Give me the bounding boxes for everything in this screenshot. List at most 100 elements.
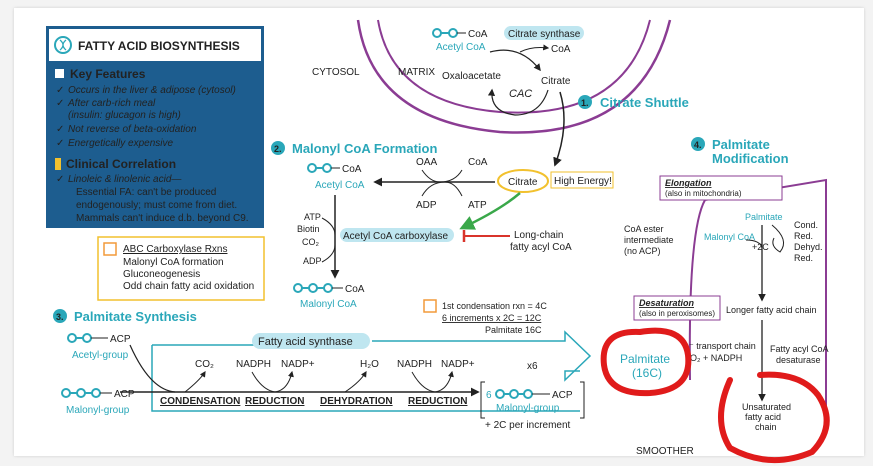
etc-label: e⁻ transport chain <box>684 341 756 351</box>
palmitate-modification: 4. Palmitate Modification Elongation (al… <box>624 137 829 457</box>
citrate-mito-label: Citrate <box>541 76 571 87</box>
check-icon: ✓ <box>56 85 64 96</box>
step-2-num: 2. <box>274 144 282 154</box>
citrate-shuttle-title: Citrate Shuttle <box>600 95 689 110</box>
plus-icon <box>55 69 64 78</box>
acetyl-join-arrow <box>129 344 176 393</box>
matrix-label: MATRIX <box>398 67 435 78</box>
step-reduction-2: REDUCTION <box>408 396 467 407</box>
step-dehydration: DEHYDRATION <box>320 396 393 407</box>
step-4-badge <box>691 137 705 151</box>
note-line-2: 6 increments x 2C = 12C <box>442 313 542 323</box>
coa-release-arrow <box>519 44 550 53</box>
feature-item: Energetically expensive <box>68 138 173 149</box>
panel-title: FATTY ACID BIOSYNTHESIS <box>78 39 240 53</box>
synthase-enclosure <box>151 345 580 412</box>
synthesis-title: Palmitate Synthesis <box>74 309 197 324</box>
desaturation-sub: (also in peroxisomes) <box>639 309 715 318</box>
oaa-label: OAA <box>416 157 437 168</box>
per-increment: + 2C per increment <box>485 420 571 431</box>
cytosol-label: CYTOSOL <box>312 67 360 78</box>
feature-item: After carb-rich meal <box>67 98 156 109</box>
abc-item: Malonyl CoA formation <box>123 257 224 268</box>
note-icon <box>103 242 117 256</box>
abc-item: Gluconeogenesis <box>123 269 200 280</box>
step-1-badge <box>578 95 592 109</box>
longer-chain-label: Longer fatty acid chain <box>726 305 817 315</box>
loop-acp: ACP <box>552 390 573 401</box>
dna-icon-strand <box>59 39 67 51</box>
bandage-icon <box>55 158 61 170</box>
x6-label: x6 <box>527 361 538 372</box>
ester-line-2: intermediate <box>624 235 674 245</box>
nadph-label: NADPH <box>236 359 271 370</box>
cycle-dehyd: Dehyd. <box>794 242 823 252</box>
acc-enzyme-label: Acetyl CoA carboxylase <box>343 231 448 242</box>
desaturase-line-2: desaturase <box>776 355 821 365</box>
cs-arrow <box>489 49 541 72</box>
ester-line-1: CoA ester <box>624 224 664 234</box>
dna-icon <box>54 36 72 54</box>
info-panel-title-bg <box>49 29 261 61</box>
step-1-num: 1. <box>581 98 589 108</box>
atp-label: ATP <box>468 200 487 211</box>
clinical-line: endogenously; must come from diet. <box>76 200 237 211</box>
clinical-line: Linoleic & linolenic acid— <box>68 174 182 185</box>
nadp-label: NADP+ <box>441 359 475 370</box>
elongation-label: Elongation <box>665 178 712 188</box>
nadp-label: NADP+ <box>281 359 315 370</box>
modification-title-1: Palmitate <box>712 137 770 152</box>
acc-enzyme-badge <box>340 228 454 242</box>
clinical-line: Mammals can't induce d.b. beyond C9. <box>76 213 249 224</box>
loop-group: Malonyl-group <box>496 403 560 414</box>
o2-nadph-label: O₂ + NADPH <box>690 353 742 363</box>
unsat-line-3: chain <box>755 422 777 432</box>
clinical-line: Essential FA: can't be produced <box>76 187 216 198</box>
acetyl-node-icon <box>432 28 442 38</box>
high-energy-label: High Energy! <box>554 176 612 187</box>
palmitate-line-2: (16C) <box>632 366 662 380</box>
feature-item: (insulin: glucagon is high) <box>68 110 181 121</box>
cycle-cond: Cond. <box>794 220 818 230</box>
note-line-3: Palmitate 16C <box>485 325 542 335</box>
cycle-brace <box>771 224 785 253</box>
malonyl-group-label: Malonyl-group <box>66 405 130 416</box>
cycle-red: Red. <box>794 231 813 241</box>
cac-label: CAC <box>509 88 532 100</box>
elongation-box <box>659 175 783 201</box>
fas-label: Fatty acid synthase <box>258 336 353 348</box>
citrate-activation-arrow <box>459 192 521 230</box>
fas-badge <box>252 333 370 349</box>
abc-title: ABC Carboxylase Rxns <box>123 244 227 255</box>
citrate-synthase-label: Citrate synthase <box>508 29 581 40</box>
ester-line-3: (no ACP) <box>624 246 661 256</box>
coa-top-label: CoA <box>468 157 488 168</box>
citrate-highlight <box>497 169 549 193</box>
malonyl-formation: 2. Malonyl CoA Formation CoA Acetyl CoA … <box>271 141 614 310</box>
cycle-red-2: Red. <box>794 253 813 263</box>
adp-label: ADP <box>416 200 437 211</box>
product-coa-label: CoA <box>345 284 365 295</box>
step-3-badge <box>53 309 67 323</box>
loop-count: 6 <box>486 390 492 401</box>
abc-item: Odd chain fatty acid oxidation <box>123 281 254 292</box>
coa-out-label: CoA <box>551 44 571 55</box>
palmitate-line-1: Palmitate <box>620 352 670 366</box>
biotin-input: Biotin <box>297 224 320 234</box>
annotation-circle-palmitate <box>600 327 692 397</box>
abc-carboxylase-box: ABC Carboxylase Rxns Malonyl CoA formati… <box>97 236 265 301</box>
acp-label: ACP <box>110 334 131 345</box>
check-icon: ✓ <box>56 138 64 149</box>
mod-malonyl-label: Malonyl CoA <box>704 232 755 242</box>
acetyl-coa-label: Acetyl CoA <box>436 42 486 53</box>
feature-item: Occurs in the liver & adipose (cytosol) <box>68 85 236 96</box>
malonyl-title: Malonyl CoA Formation <box>292 141 437 156</box>
citrate-cytosol-label: Citrate <box>508 177 538 188</box>
abc-box-border <box>97 236 265 301</box>
atp-input: ATP <box>304 212 321 222</box>
citrate-export-arrow <box>553 91 565 167</box>
check-icon: ✓ <box>56 124 64 135</box>
smoother-label: SMOOTHER <box>636 446 694 457</box>
